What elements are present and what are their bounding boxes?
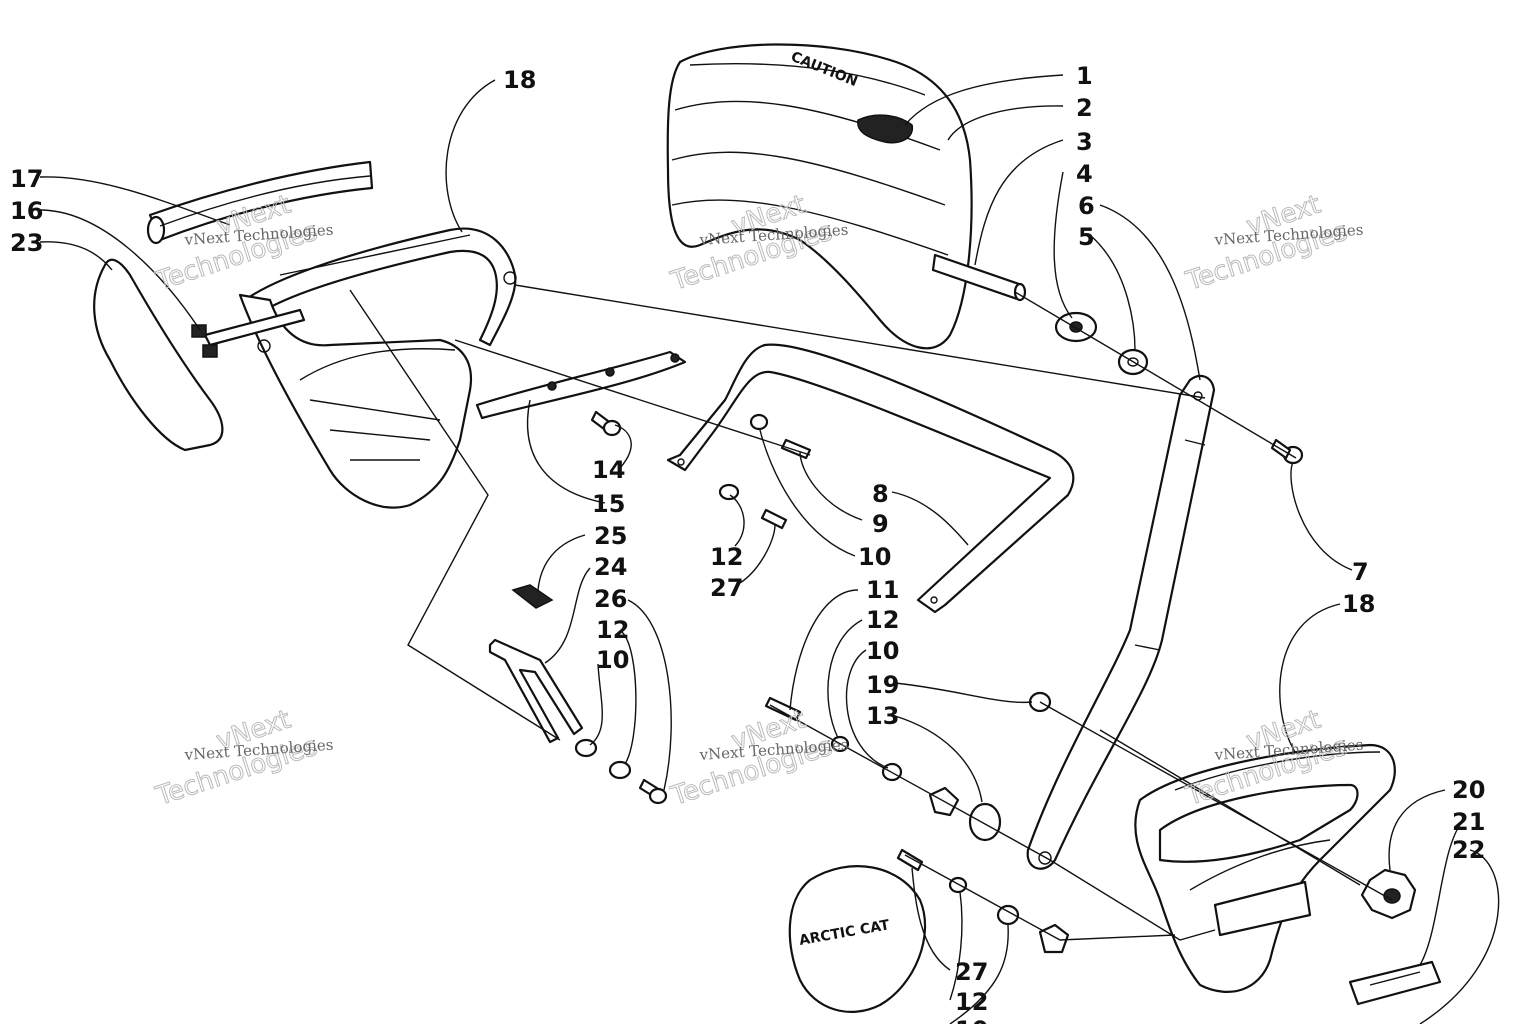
watermark-4: vNext Technologies vNext Technologies [151, 704, 333, 812]
callout-21: 21 [1452, 808, 1485, 836]
callout-6: 6 [1078, 192, 1095, 220]
callout-15: 15 [592, 490, 625, 518]
watermark-3: vNext Technologies vNext Technologies [1181, 189, 1363, 297]
screw-26 [638, 778, 668, 805]
callout-4: 4 [1076, 160, 1093, 188]
knob-bottom [1038, 923, 1070, 954]
callout-18-bottom: 18 [1342, 590, 1375, 618]
right-backrest-frame [1134, 743, 1396, 993]
callout-18-top: 18 [503, 66, 536, 94]
callout-8: 8 [872, 480, 889, 508]
wiring-16 [191, 308, 306, 358]
bracket-24 [488, 638, 584, 744]
callout-20: 20 [1452, 776, 1485, 804]
callout-27-b: 27 [955, 958, 988, 986]
callout-12-b: 12 [596, 616, 629, 644]
callout-9: 9 [872, 510, 889, 538]
callout-10-a: 10 [858, 543, 891, 571]
logo-pad: ARCTIC CAT [788, 865, 927, 1013]
washer-12-lower [608, 760, 632, 780]
callout-10-b: 10 [596, 646, 629, 674]
cover-23 [93, 258, 224, 452]
washer-10-bottom [996, 904, 1020, 926]
callout-10-c: 10 [866, 637, 899, 665]
screw-7 [1270, 438, 1304, 465]
callout-22: 22 [1452, 836, 1485, 864]
callout-7: 7 [1352, 558, 1369, 586]
callout-5: 5 [1078, 223, 1095, 251]
reflector-21 [1348, 960, 1442, 1006]
callout-2: 2 [1076, 94, 1093, 122]
callout-19: 19 [866, 671, 899, 699]
callout-26: 26 [594, 585, 627, 613]
callout-14: 14 [592, 456, 625, 484]
callout-1: 1 [1076, 62, 1093, 90]
callout-12-d: 12 [955, 988, 988, 1016]
callout-24: 24 [594, 553, 627, 581]
handle-bar [666, 343, 1075, 614]
callout-12-c: 12 [866, 606, 899, 634]
bolt-27-top [760, 508, 788, 530]
knob-20 [1360, 868, 1417, 920]
callout-3: 3 [1076, 128, 1093, 156]
callout-11: 11 [866, 576, 899, 604]
backrest-pad: CAUTION [666, 43, 973, 350]
screw-14 [590, 410, 622, 437]
washer-12-bottom [948, 876, 968, 894]
left-backrest-frame [238, 227, 517, 509]
knob-13 [928, 786, 1002, 842]
callout-16: 16 [10, 197, 43, 225]
callout-25: 25 [594, 522, 627, 550]
upright-bracket [1026, 374, 1216, 870]
trim-strip-15 [475, 350, 687, 420]
callout-13: 13 [866, 702, 899, 730]
bolt-9 [780, 438, 812, 460]
callout-17: 17 [10, 165, 43, 193]
callout-23: 23 [10, 229, 43, 257]
callout-labels: 1 2 3 4 6 5 7 18 18 17 16 23 14 15 8 9 1… [10, 62, 1485, 1024]
watermark-5: vNext Technologies vNext Technologies [666, 704, 848, 812]
washer-12-top [718, 483, 740, 501]
callout-27-a: 27 [710, 574, 743, 602]
leader-lines [39, 74, 1500, 1024]
assembly-lines [349, 284, 1393, 941]
backrest-stud [931, 253, 1027, 302]
callout-12-a: 12 [710, 543, 743, 571]
callout-10-d: 10 [955, 1016, 988, 1024]
bolt-27-lower [896, 848, 924, 872]
clip-25 [511, 584, 554, 609]
washer-10-top [749, 413, 769, 431]
